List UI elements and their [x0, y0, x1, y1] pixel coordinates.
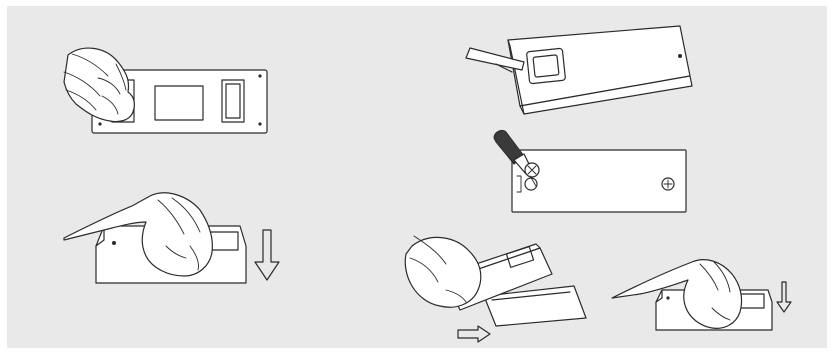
hand-sliding	[405, 236, 481, 307]
base-plate-back	[512, 150, 686, 212]
arrow-down-large	[255, 230, 279, 280]
step-remove-cover	[64, 48, 267, 133]
arrow-right	[458, 326, 490, 342]
step-press-housing	[64, 193, 279, 283]
arrow-down-small	[777, 282, 791, 312]
step-slide-housing	[405, 236, 586, 342]
step-lever-housing	[466, 26, 692, 114]
housing-angled	[508, 26, 692, 114]
step-press-closed	[612, 260, 791, 330]
step-screw-base	[494, 130, 686, 212]
hand-gripping-cover	[64, 48, 134, 122]
